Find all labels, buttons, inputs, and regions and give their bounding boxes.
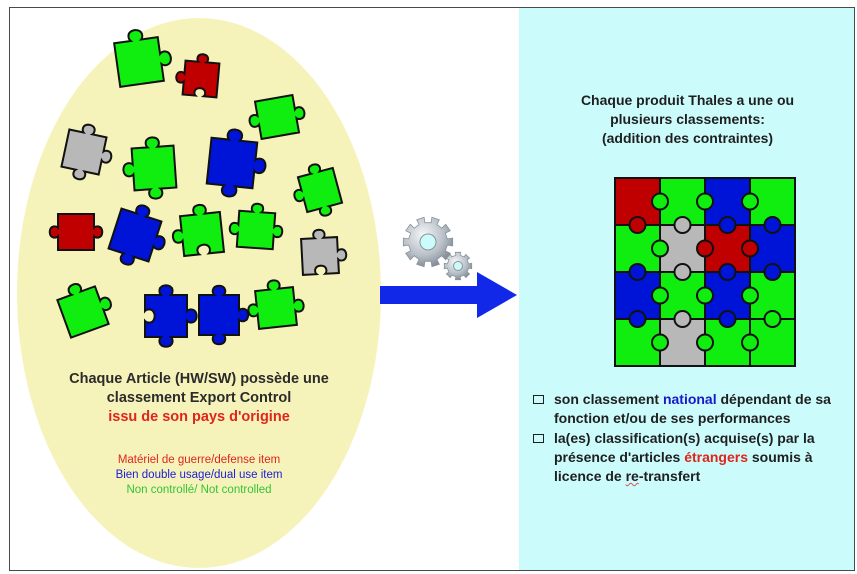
grid-joint-knob [763,263,782,281]
puzzle-piece-not-controlled [56,283,112,339]
classification-bullets: son classement national dépendant de sa … [533,390,853,487]
puzzle-piece-dual-use [205,128,267,198]
puzzle-piece-not-controlled [248,93,306,141]
puzzle-piece-dual-use [144,284,198,348]
bullet-foreign: la(es) classification(s) acquise(s) par … [533,429,853,486]
checkbox-bullet-icon [533,395,544,404]
product-heading-line2: plusieurs classements: [610,111,765,127]
bullet-foreign-highlight: étrangers [684,449,748,465]
grid-joint-knob [651,333,669,352]
puzzle-piece-dual-use [198,284,250,346]
grid-joint-knob [696,333,714,352]
bullet-national-part2: dépendant de sa fonction et/ou de ses pe… [554,391,831,426]
grid-joint-knob [651,192,669,211]
bullet-foreign-part3: -transfert [638,468,701,484]
grid-joint-knob [763,216,782,234]
grid-joint-knob [696,239,714,258]
puzzle-piece-military [48,213,104,251]
grid-joint-knob [741,239,759,258]
grid-joint-knob [718,216,737,234]
legend-military: Matériel de guerre/defense item [117,454,281,466]
grid-joint-knob [628,310,647,328]
puzzle-piece-not-controlled [171,203,226,258]
bullet-foreign-part1: la(es) classification(s) acquise(s) par … [554,430,815,465]
grid-joint-knob [628,216,647,234]
bullet-foreign-part2: soumis à licence de [554,449,813,484]
bullet-foreign-text: la(es) classification(s) acquise(s) par … [554,429,853,486]
puzzle-piece-not-controlled [228,202,284,251]
grid-joint-knob [741,286,759,305]
grid-joint-knob [673,263,692,281]
product-puzzle-grid [614,177,796,367]
puzzle-piece-dual-use [107,204,166,266]
article-caption-line1: Chaque Article (HW/SW) possède une [69,371,329,387]
product-heading-line1: Chaque produit Thales a une ou [580,92,795,108]
product-heading-line3: (addition des contraintes) [601,130,774,146]
grid-joint-knob [628,263,647,281]
grid-joint-knob [741,192,759,211]
grid-joint-knob [651,239,669,258]
product-heading: Chaque produit Thales a une ou plusieurs… [520,91,855,148]
grid-joint-knob [696,192,714,211]
puzzle-piece-neutral [60,123,113,181]
bullet-national: son classement national dépendant de sa … [533,390,853,428]
classification-legend: Matériel de guerre/defense item Bien dou… [24,453,374,498]
checkbox-bullet-icon [533,434,544,443]
puzzle-piece-military [175,53,221,99]
bullet-national-part1: son classement [554,391,663,407]
puzzle-piece-not-controlled [113,29,172,88]
grid-joint-knob [696,286,714,305]
bullet-foreign-underlined: re [625,468,639,484]
grid-joint-knob [718,310,737,328]
grid-joint-knob [673,310,692,328]
grid-joint-knob [673,216,692,234]
puzzle-piece-not-controlled [247,279,305,330]
grid-joint-knob [763,310,782,328]
bullet-national-highlight: national [662,391,717,407]
grid-joint-knob [741,333,759,352]
bullet-national-text: son classement national dépendant de sa … [554,390,853,428]
grid-joint-knob [651,286,669,305]
grid-joint-knob [718,263,737,281]
puzzle-piece-not-controlled [122,136,178,200]
transformation-arrow [380,272,517,318]
article-caption-line3: issu de son pays d'origine [108,409,290,425]
article-caption-line2: classement Export Control [106,390,292,406]
puzzle-piece-not-controlled [293,163,344,217]
legend-not-controlled: Non controllé/ Not controlled [126,484,272,496]
puzzle-piece-neutral [300,228,348,276]
gears-icon [402,216,473,281]
article-caption: Chaque Article (HW/SW) possède une class… [24,370,374,427]
legend-dual-use: Bien double usage/dual use item [115,469,283,481]
